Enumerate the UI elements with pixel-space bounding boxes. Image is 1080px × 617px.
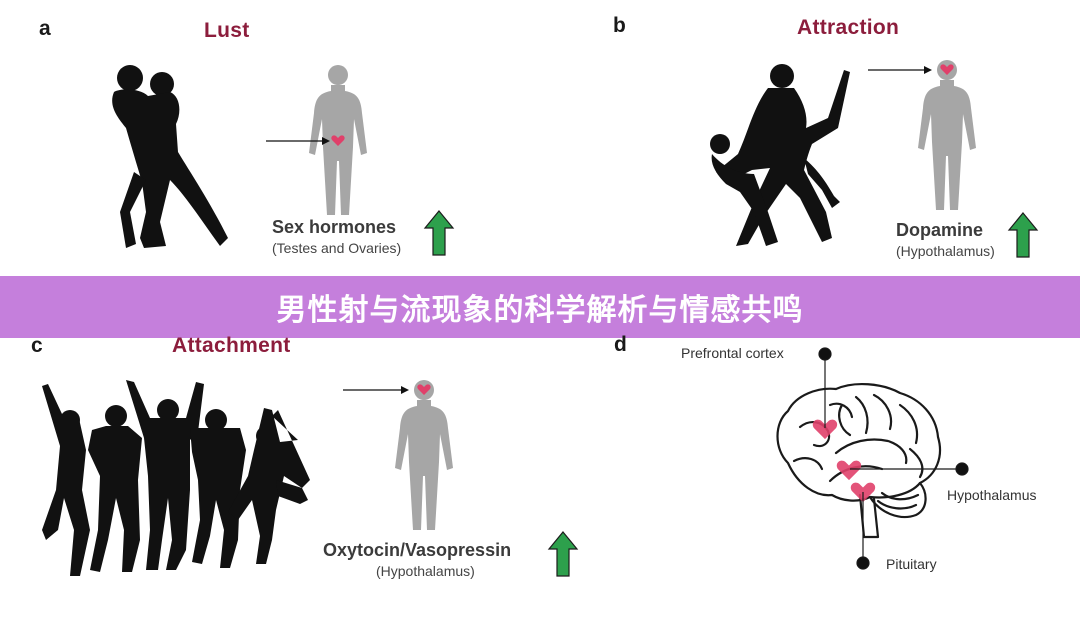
heart-icon <box>331 135 345 146</box>
prefrontal-cortex-label: Prefrontal cortex <box>681 345 784 361</box>
brain-diagram <box>776 382 942 539</box>
group-jumping-silhouette <box>42 380 310 576</box>
pointer-arrow <box>868 66 932 74</box>
heart-icon <box>940 64 954 75</box>
panel-d-letter: d <box>614 333 627 356</box>
panel-b-title: Attraction <box>797 16 900 39</box>
heart-icon <box>417 384 431 395</box>
heart-icon <box>836 460 862 481</box>
human-body-icon <box>309 65 367 215</box>
pituitary-label: Pituitary <box>886 556 937 572</box>
hormone-label: Dopamine <box>896 220 984 240</box>
panel-a-letter: a <box>39 17 51 40</box>
hormone-label: Oxytocin/Vasopressin <box>323 540 512 560</box>
title-banner: 男性射与流现象的科学解析与情感共鸣 <box>0 276 1080 338</box>
panel-b-letter: b <box>613 14 626 37</box>
up-arrow-icon <box>423 210 455 256</box>
banner-title: 男性射与流现象的科学解析与情感共鸣 <box>276 293 804 328</box>
panel-a-title: Lust <box>204 19 250 42</box>
panel-c-title: Attachment <box>172 334 291 357</box>
up-arrow-icon <box>1007 212 1039 258</box>
hormone-label: Sex hormones <box>272 217 397 237</box>
hormone-source: (Hypothalamus) <box>896 243 995 259</box>
pointer-arrow <box>343 386 409 394</box>
hormone-source: (Hypothalamus) <box>376 563 475 579</box>
heart-icon <box>812 419 838 440</box>
hormone-source: (Testes and Ovaries) <box>272 240 402 256</box>
pointer-arrow <box>266 137 330 145</box>
hypothalamus-label: Hypothalamus <box>947 487 1037 503</box>
couple-embrace-silhouette <box>112 65 228 248</box>
panel-c-letter: c <box>31 334 43 357</box>
dancing-couple-silhouette <box>710 64 850 246</box>
up-arrow-icon <box>547 531 579 577</box>
